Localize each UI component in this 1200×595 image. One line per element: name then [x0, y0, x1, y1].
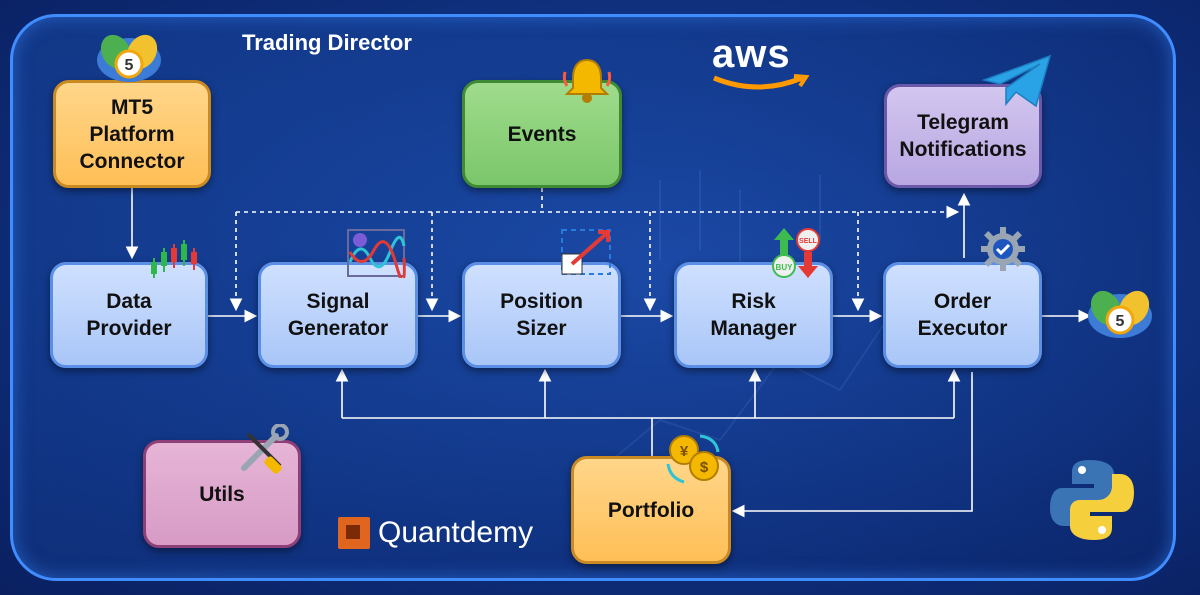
buy-sell-icon: BUY SELL — [772, 228, 820, 278]
utils-label: Utils — [199, 482, 245, 506]
position-sizer-label: Position Sizer — [500, 290, 583, 340]
telegram-box: Telegram Notifications — [884, 84, 1042, 188]
risk-manager-box: Risk Manager — [674, 262, 833, 368]
candlestick-icon — [151, 240, 197, 278]
quantdemy-logo: Quantdemy — [338, 516, 533, 550]
metatrader-icon: 5 — [97, 34, 161, 82]
mt5-connector-label: MT5 Platform Connector — [79, 95, 185, 173]
quantdemy-text: Quantdemy — [378, 516, 534, 549]
order-executor-label: Order Executor — [917, 290, 1008, 340]
bell-icon — [562, 58, 612, 103]
events-label: Events — [507, 122, 577, 146]
mt5-connector-box: MT5 Platform Connector — [53, 80, 211, 188]
quantdemy-mark-icon — [338, 517, 370, 549]
position-sizer-box: Position Sizer — [462, 262, 621, 368]
signal-generator-label: Signal Generator — [287, 290, 389, 340]
data-provider-box: Data Provider — [50, 262, 208, 368]
order-executor-box: Order Executor — [883, 262, 1042, 368]
aws-smile-icon — [713, 74, 810, 90]
python-icon — [1050, 460, 1134, 540]
svg-text:$: $ — [700, 459, 709, 476]
events-box: Events — [462, 80, 622, 188]
aws-logo-text: aws — [712, 32, 791, 76]
diagram-title: Trading Director — [242, 30, 412, 55]
tools-icon — [241, 424, 289, 474]
signal-chart-icon — [347, 229, 406, 278]
telegram-label: Telegram Notifications — [899, 111, 1027, 161]
telegram-icon — [981, 54, 1052, 108]
mt5-badge-text: 5 — [125, 57, 134, 74]
coins-icon: ¥ $ — [666, 434, 720, 484]
data-provider-label: Data Provider — [86, 290, 172, 340]
resize-icon — [561, 229, 611, 275]
mt5-output-badge-text: 5 — [1116, 313, 1125, 330]
signal-generator-box: Signal Generator — [258, 262, 418, 368]
gear-check-icon — [981, 227, 1025, 271]
svg-text:¥: ¥ — [680, 443, 689, 460]
arrow-executor-to-portfolio — [731, 372, 973, 518]
aws-logo: aws — [712, 32, 810, 90]
sell-text: SELL — [799, 238, 818, 245]
risk-manager-label: Risk Manager — [710, 290, 797, 340]
portfolio-label: Portfolio — [607, 498, 695, 522]
metatrader-output-icon: 5 — [1088, 290, 1152, 338]
buy-text: BUY — [776, 263, 794, 272]
